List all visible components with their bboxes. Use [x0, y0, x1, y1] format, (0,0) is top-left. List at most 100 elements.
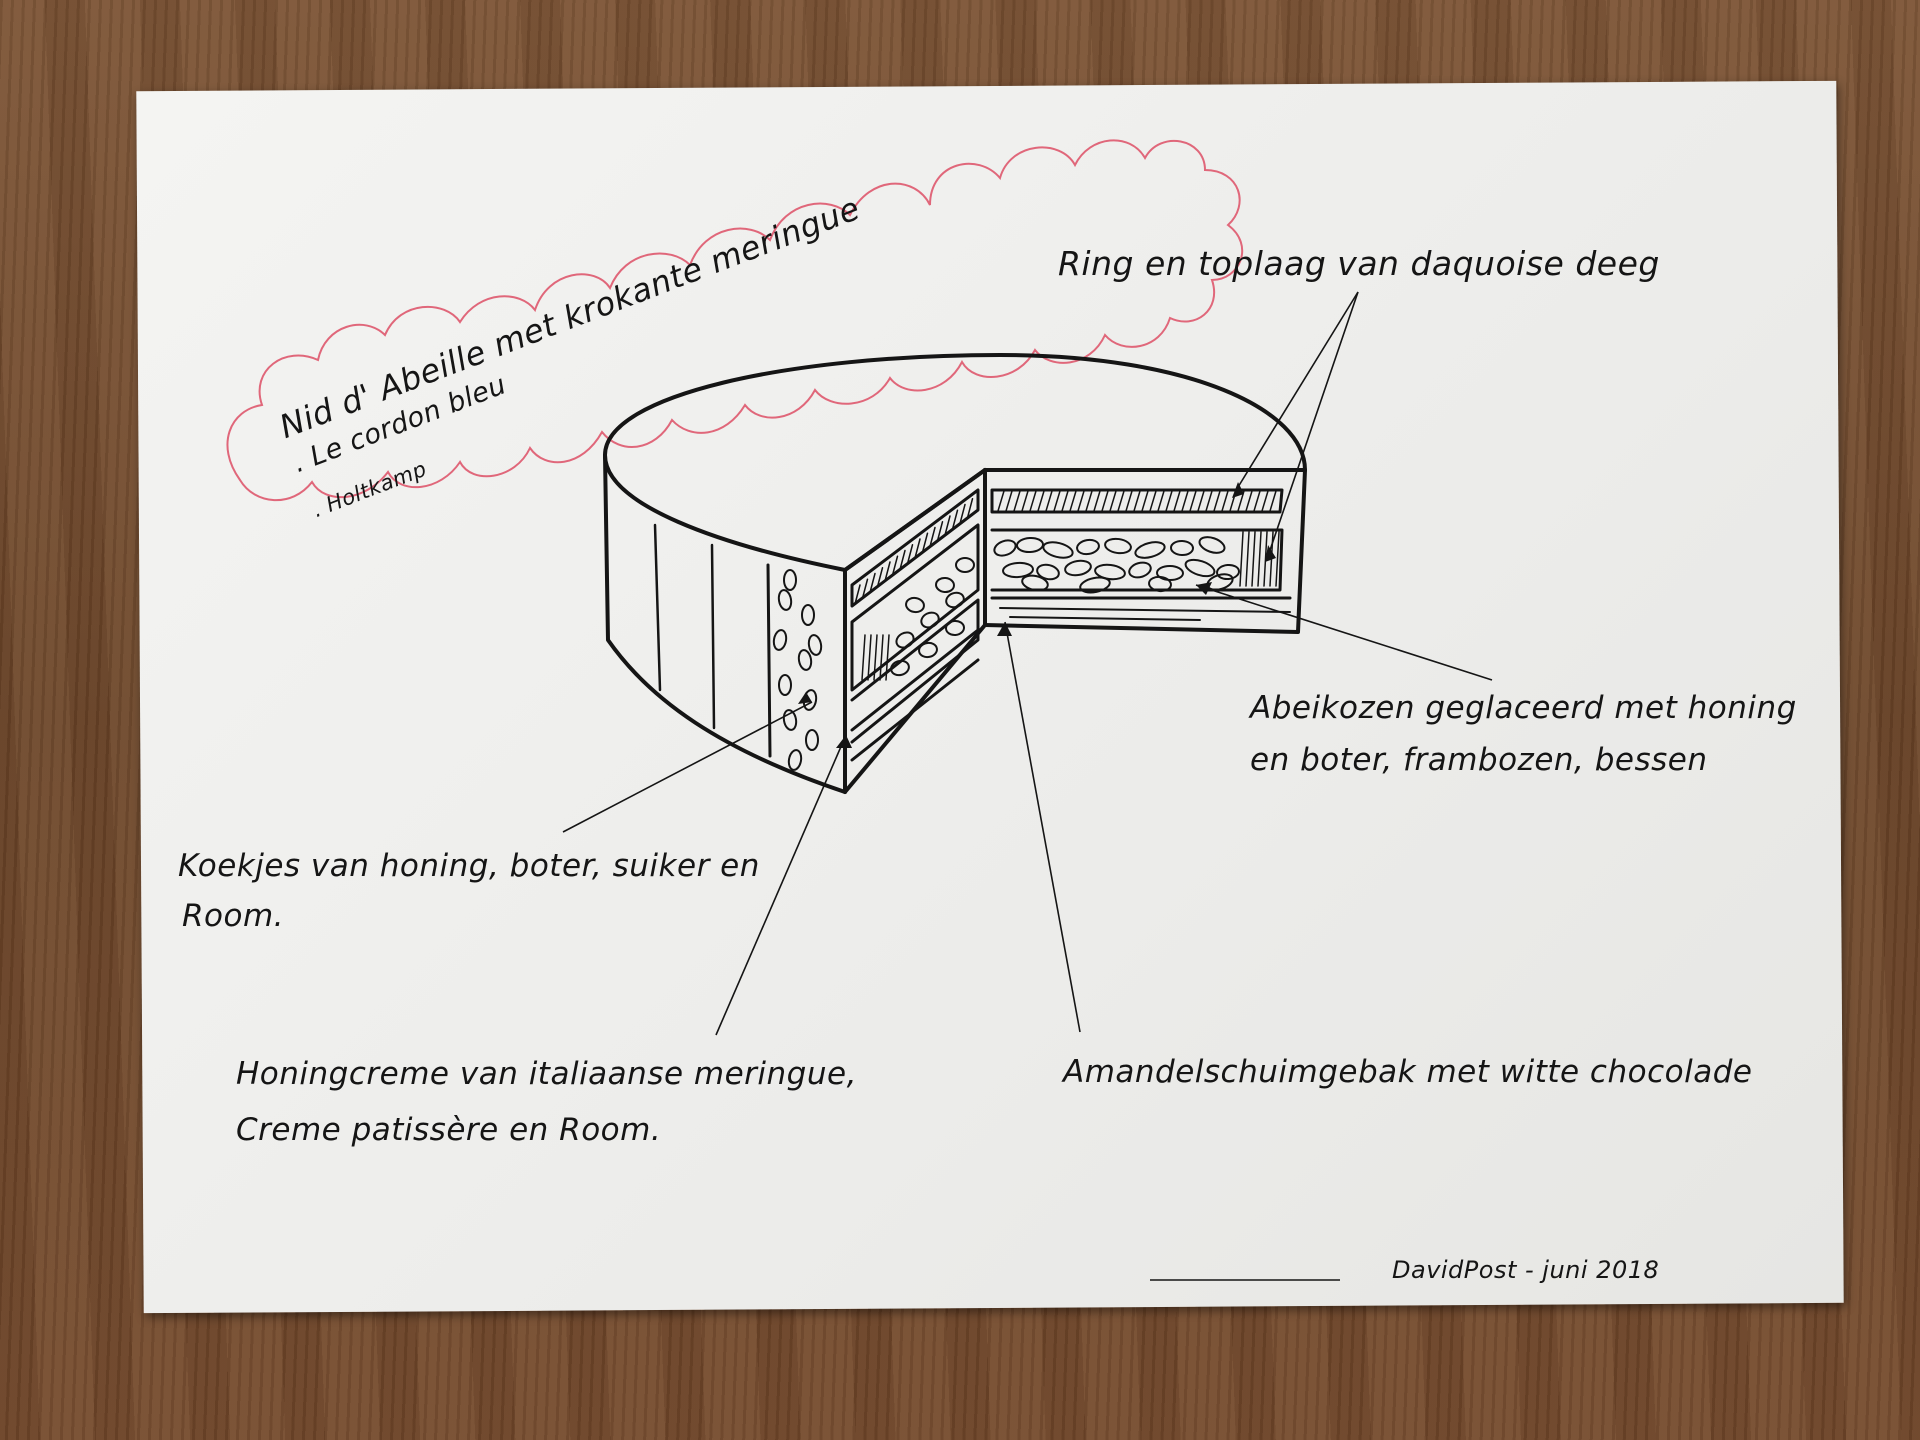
leader-honingcreme [715, 734, 847, 1036]
label-abrikozen-line1: Abeikozen geglaceerd met honing [1250, 690, 1797, 726]
label-honingcreme-line1: Honingcreme van italiaanse meringue, [236, 1056, 857, 1092]
hatch-stroke [921, 532, 929, 553]
fruit-oval [955, 557, 975, 573]
hatch-stroke [867, 634, 872, 681]
hatch-stroke [854, 584, 861, 605]
fruit-oval [945, 591, 965, 609]
hatch-stroke [861, 578, 869, 599]
arrowhead-honingcreme [836, 735, 852, 748]
hatch-stroke [1239, 531, 1244, 587]
arrowhead-koekjes [798, 692, 812, 704]
arrowhead-ring-1 [1232, 482, 1244, 498]
leader-abrikozen [1195, 584, 1493, 681]
hatch-stroke [1141, 490, 1149, 512]
wall-line-2 [710, 543, 716, 730]
arrowhead-abrikozen [1196, 582, 1212, 595]
label-abrikozen-line2: en boter, frambozen, bessen [1250, 742, 1708, 778]
hatch-stroke [1021, 490, 1029, 512]
fruit-oval [1104, 537, 1132, 555]
hatch-stroke [1157, 490, 1165, 512]
fruit-oval [993, 539, 1017, 557]
fruit-oval [905, 596, 925, 614]
fruit-oval [1128, 561, 1152, 579]
hatch-stroke [959, 503, 966, 525]
leader-amandel [1004, 621, 1081, 1033]
right-cut-face [983, 468, 1307, 634]
koekje-oval [777, 589, 793, 611]
hatch-stroke [1165, 490, 1173, 512]
hatch-stroke [1269, 490, 1277, 512]
koekje-oval [772, 629, 788, 651]
koekje-oval [778, 674, 792, 696]
label-amandel: Amandelschuimgebak met witte chocolade [1063, 1054, 1753, 1090]
daquoise-hatching-left [854, 498, 974, 605]
hatch-stroke [1005, 490, 1013, 512]
fruit-oval [890, 659, 910, 677]
layer-fruit-left [850, 523, 980, 692]
hatch-stroke [1093, 490, 1101, 512]
hatch-stroke [1109, 490, 1117, 512]
hatch-stroke [1263, 531, 1268, 587]
hatch-stroke [1245, 490, 1253, 512]
hatch-stroke [879, 634, 884, 681]
hatch-stroke [1213, 490, 1221, 512]
hatch-stroke [1149, 490, 1157, 512]
hatch-stroke [1013, 490, 1021, 512]
hatch-stroke [944, 515, 951, 536]
koekje-oval [782, 709, 798, 731]
label-koekjes-line2: Room. [182, 898, 285, 934]
hatch-stroke [914, 538, 921, 559]
hatch-stroke [936, 521, 944, 542]
fruit-oval [1076, 538, 1100, 556]
hatch-stroke [1101, 490, 1109, 512]
hatch-stroke [951, 509, 959, 530]
fruit-oval [1036, 563, 1060, 581]
fruit-ovals [890, 536, 1240, 677]
fruit-oval [1094, 563, 1126, 581]
hatch-stroke [899, 549, 906, 571]
koekje-oval [801, 604, 815, 626]
hatch-stroke [1173, 490, 1181, 512]
signature: DavidPost - juni 2018 [1392, 1256, 1660, 1284]
layer-base-left [850, 614, 980, 744]
hatch-stroke [1045, 490, 1053, 512]
daquoise-hatching-right [997, 490, 1277, 512]
layer-almond-grain [999, 607, 1291, 613]
cake-outer-wall [603, 453, 847, 794]
cake-drawing [603, 353, 1307, 794]
hatch-stroke [966, 498, 974, 519]
layer-fruit-right [990, 528, 1284, 592]
hatch-stroke [869, 572, 876, 594]
arrowhead-ring-2 [1265, 545, 1276, 562]
fruit-oval [1064, 559, 1092, 577]
wall-line-3 [766, 563, 772, 758]
fruit-oval [935, 576, 955, 594]
fruit-oval [1170, 539, 1194, 557]
hatch-stroke [1061, 490, 1069, 512]
hatch-stroke [876, 567, 884, 588]
layer-daquoise-right [990, 488, 1284, 514]
hatch-stroke [1205, 490, 1213, 512]
arrowhead-amandel [997, 622, 1012, 636]
koekje-oval [797, 649, 813, 671]
fruit-oval [1156, 564, 1184, 582]
hatch-stroke [1189, 490, 1197, 512]
leader-ring-1 [1234, 291, 1359, 493]
fruit-oval [1198, 536, 1226, 554]
label-ring: Ring en toplaag van daquoise deeg [1058, 244, 1660, 283]
leader-lines [562, 291, 1493, 1281]
label-koekjes-line1: Koekjes van honing, boter, suiker en [178, 848, 760, 884]
honeycomb-hatching [861, 531, 1280, 681]
koekje-oval [783, 569, 797, 591]
fruit-oval [1016, 536, 1044, 554]
hatch-stroke [1251, 531, 1256, 587]
hatch-stroke [1077, 490, 1085, 512]
layer-almond-grain-2 [1009, 616, 1201, 621]
fruit-oval [1079, 576, 1111, 594]
hatch-stroke [1221, 490, 1229, 512]
fruit-oval [1042, 541, 1074, 559]
leader-koekjes [562, 701, 813, 833]
hatch-stroke [1245, 531, 1250, 587]
